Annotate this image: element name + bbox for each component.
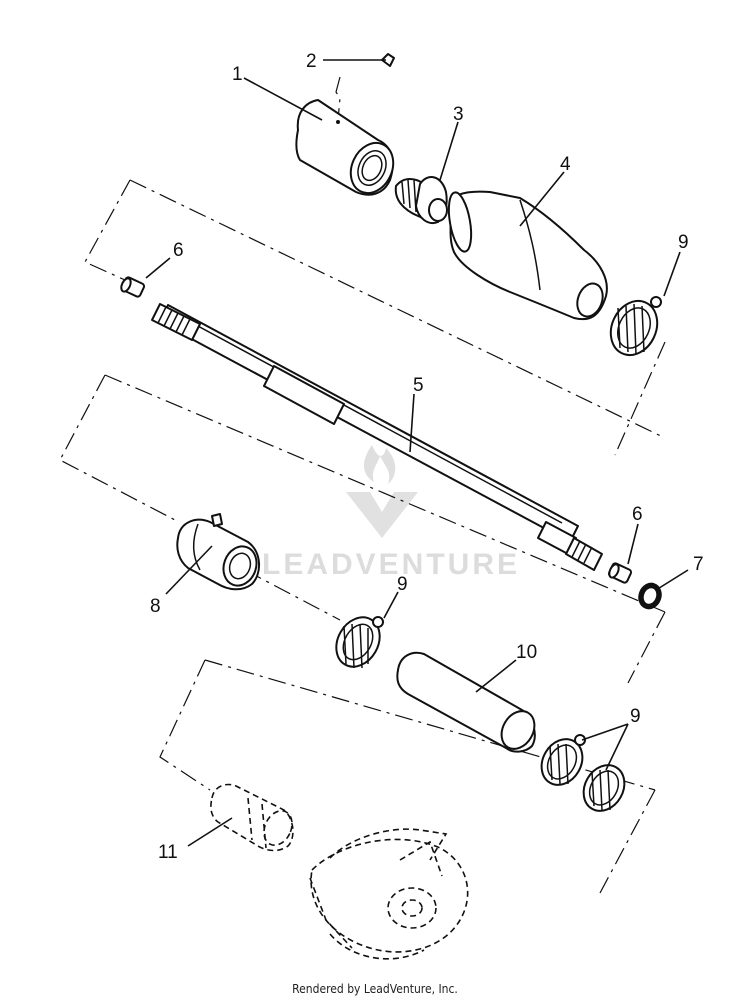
part-11-coupler-phantom [210,783,294,852]
assembly-lines [59,76,666,894]
part-9-clamp-top [609,296,662,357]
watermark-text: LEADVENTURE [262,548,520,581]
part-3-coupler [394,176,448,224]
part-7-seal-ring [638,582,662,610]
callout-8: 8 [150,596,161,617]
part-2-screw [323,53,395,67]
callout-11: 11 [158,842,178,863]
part-9-clamp-mid [335,616,384,669]
callout-9-lower: 9 [630,706,641,727]
callout-4: 4 [560,154,571,175]
callout-2: 2 [306,51,317,72]
callout-1: 1 [232,64,243,85]
callout-3: 3 [453,104,464,125]
part-8-bearing [176,513,260,591]
callout-10: 10 [516,642,537,663]
callout-5: 5 [413,375,424,396]
part-4-boot [447,190,608,321]
callout-9-mid: 9 [397,574,408,595]
watermark-v-icon [346,492,418,538]
callout-9-top: 9 [678,232,689,253]
part-9-clamp-lower-b [582,764,626,812]
part-6-pin-top [120,276,146,298]
part-5-driveshaft [151,303,603,571]
part-10-tube [396,651,536,753]
callout-6-top: 6 [173,240,184,261]
watermark-flame-icon [363,445,396,484]
watermark: LEADVENTURE [262,445,520,581]
phantom-fan-housing [309,828,469,960]
part-1-cylinder [295,99,395,196]
footer-credit: Rendered by LeadVenture, Inc. [292,982,458,996]
callout-6-bottom: 6 [632,504,643,525]
part-9-clamp-lower-a [540,734,586,786]
callouts: 1 2 3 4 5 6 6 7 8 9 9 9 10 11 [150,51,704,863]
leader-lines [145,77,689,847]
part-6-pin-bottom [607,562,633,584]
callout-7: 7 [693,554,704,575]
